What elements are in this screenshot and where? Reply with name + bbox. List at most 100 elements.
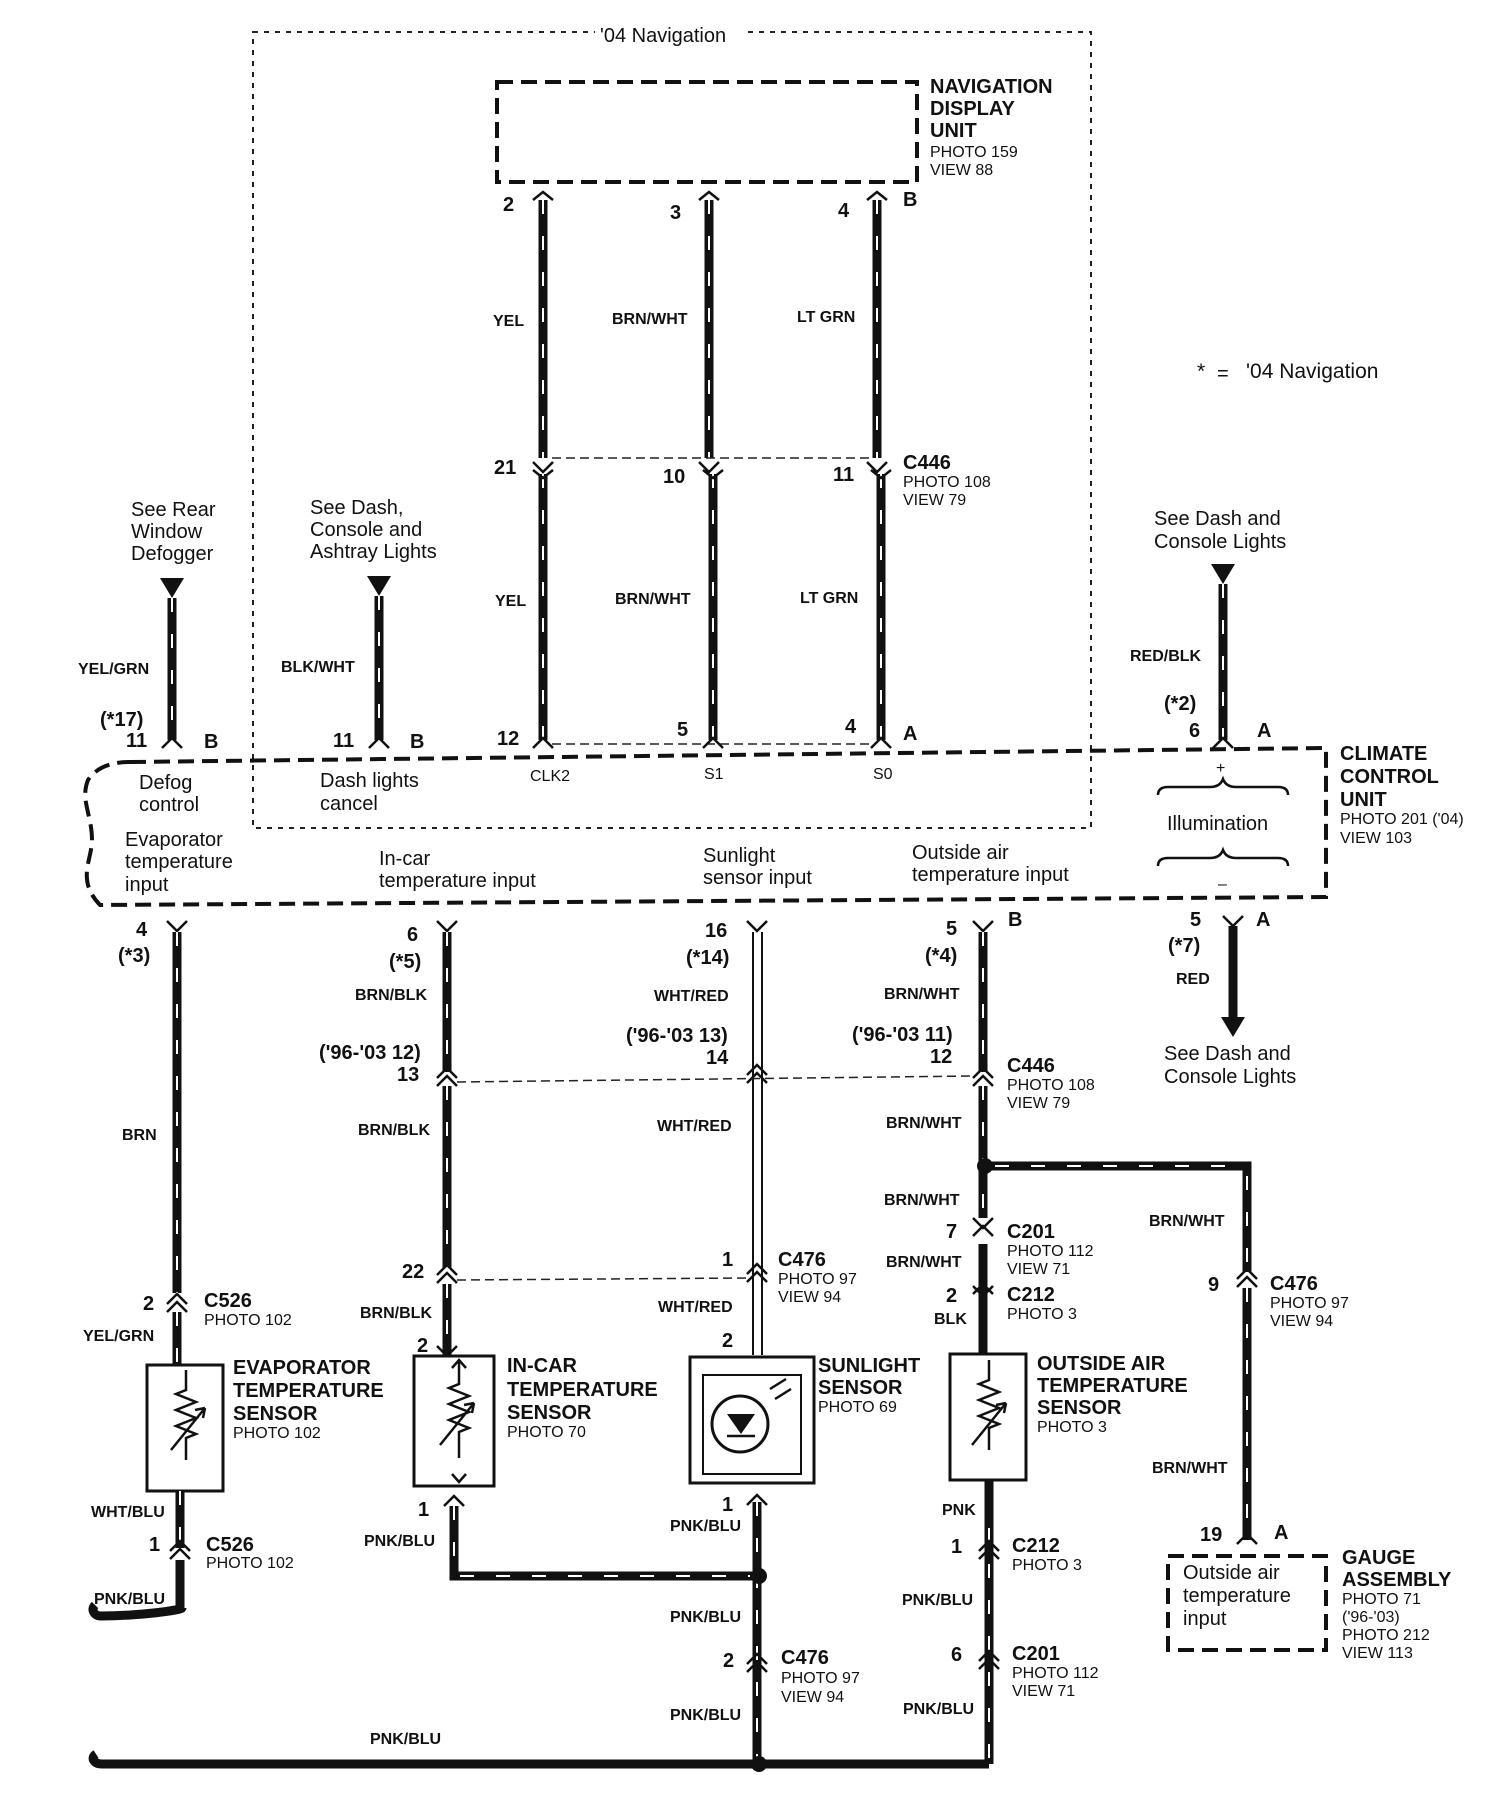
svg-text:11: 11: [126, 730, 147, 752]
svg-text:S0: S0: [873, 766, 893, 783]
svg-text:6: 6: [1189, 720, 1200, 742]
svg-text:PNK/BLU: PNK/BLU: [670, 1609, 741, 1626]
svg-text:PHOTO 102: PHOTO 102: [206, 1555, 294, 1572]
svg-text:WHT/RED: WHT/RED: [658, 1299, 733, 1316]
svg-text:A: A: [1256, 909, 1270, 931]
svg-text:1: 1: [722, 1494, 733, 1516]
svg-text:C476: C476: [778, 1249, 826, 1271]
svg-text:C476: C476: [781, 1647, 829, 1669]
svg-text:C446: C446: [1007, 1055, 1055, 1077]
svg-text:control: control: [139, 794, 199, 816]
svg-text:RED/BLK: RED/BLK: [1130, 648, 1202, 665]
climate-inputs: Defog control Dash lights cancel CLK2 S1…: [125, 760, 1290, 896]
svg-text:C526: C526: [206, 1534, 254, 1556]
svg-text:5: 5: [1190, 909, 1201, 931]
svg-text:*: *: [1197, 360, 1205, 383]
svg-text:VIEW 88: VIEW 88: [930, 162, 993, 179]
svg-text:BRN/BLK: BRN/BLK: [358, 1122, 430, 1139]
svg-text:BRN: BRN: [122, 1127, 157, 1144]
svg-text:14: 14: [706, 1047, 729, 1069]
svg-text:B: B: [410, 731, 424, 753]
svg-text:PHOTO 112: PHOTO 112: [1007, 1243, 1094, 1260]
svg-text:('96-'03 13): ('96-'03 13): [626, 1025, 728, 1047]
climate-control-unit-label: CLIMATE CONTROL UNIT PHOTO 201 ('04) VIE…: [1340, 743, 1464, 847]
svg-text:B: B: [204, 731, 218, 753]
svg-text:temperature: temperature: [1183, 1585, 1291, 1607]
svg-text:A: A: [1274, 1522, 1288, 1544]
svg-text:PHOTO 112: PHOTO 112: [1012, 1665, 1099, 1682]
evap-circuit-labels: 4 (*3) BRN 2 C526 PHOTO 102 YEL/GRN EVAP…: [83, 919, 384, 1608]
svg-text:Outside air: Outside air: [912, 842, 1009, 864]
svg-text:PHOTO 3: PHOTO 3: [1007, 1306, 1077, 1323]
svg-text:22: 22: [402, 1261, 424, 1283]
svg-text:BRN/WHT: BRN/WHT: [886, 1254, 962, 1271]
svg-text:VIEW 113: VIEW 113: [1342, 1645, 1413, 1662]
svg-text:temperature: temperature: [125, 851, 233, 873]
svg-text:5: 5: [677, 719, 688, 741]
svg-text:B: B: [903, 189, 917, 211]
svg-text:WHT/RED: WHT/RED: [657, 1118, 732, 1135]
nav-wire-labels: YEL BRN/WHT LT GRN YEL BRN/WHT LT GRN: [493, 309, 858, 610]
svg-text:SENSOR: SENSOR: [1037, 1397, 1122, 1419]
svg-text:temperature input: temperature input: [379, 870, 536, 892]
svg-text:VIEW 103: VIEW 103: [1340, 830, 1412, 847]
svg-text:OUTSIDE AIR: OUTSIDE AIR: [1037, 1353, 1166, 1375]
svg-text:6: 6: [407, 924, 418, 946]
svg-text:6: 6: [951, 1644, 962, 1666]
svg-text:CLK2: CLK2: [530, 768, 570, 785]
svg-text:Evaporator: Evaporator: [125, 829, 223, 851]
svg-text:4: 4: [845, 716, 857, 738]
navigation-display-unit-box: [495, 80, 919, 184]
svg-text:PNK/BLU: PNK/BLU: [670, 1707, 741, 1724]
svg-text:PHOTO 201 ('04): PHOTO 201 ('04): [1340, 811, 1464, 828]
svg-text:PNK/BLU: PNK/BLU: [902, 1592, 973, 1609]
incar-circuit: [412, 920, 760, 1581]
svg-text:PNK/BLU: PNK/BLU: [370, 1731, 441, 1748]
svg-text:BRN/WHT: BRN/WHT: [612, 311, 688, 328]
svg-text:CLIMATE: CLIMATE: [1340, 743, 1427, 765]
svg-text:BRN/WHT: BRN/WHT: [886, 1115, 962, 1132]
svg-text:19: 19: [1200, 1524, 1222, 1546]
svg-text:VIEW 79: VIEW 79: [1007, 1095, 1070, 1112]
svg-text:(*14): (*14): [686, 947, 729, 969]
svg-text:See Dash,: See Dash,: [310, 497, 403, 519]
svg-text:1: 1: [722, 1249, 733, 1271]
svg-text:(*4): (*4): [925, 945, 957, 967]
svg-text:PHOTO 70: PHOTO 70: [507, 1424, 586, 1441]
svg-text:See Dash and: See Dash and: [1164, 1043, 1291, 1065]
svg-text:Dash lights: Dash lights: [320, 770, 419, 792]
svg-text:VIEW 71: VIEW 71: [1012, 1683, 1075, 1700]
svg-text:4: 4: [136, 919, 148, 941]
svg-text:C212: C212: [1012, 1535, 1060, 1557]
svg-text:BRN/WHT: BRN/WHT: [1149, 1213, 1225, 1230]
svg-text:Defogger: Defogger: [131, 543, 214, 565]
svg-text:(*2): (*2): [1164, 693, 1196, 715]
svg-text:LT GRN: LT GRN: [800, 590, 858, 607]
svg-text:WHT/RED: WHT/RED: [654, 988, 729, 1005]
ref-rear-window-defogger: See Rear Window Defogger YEL/GRN (*17) 1…: [78, 499, 218, 753]
svg-text:2: 2: [143, 1293, 154, 1315]
svg-text:sensor input: sensor input: [703, 867, 812, 889]
svg-text:CONTROL: CONTROL: [1340, 766, 1439, 788]
svg-text:See Rear: See Rear: [131, 499, 216, 521]
svg-text:BLK: BLK: [934, 1311, 967, 1328]
svg-text:C201: C201: [1007, 1221, 1055, 1243]
svg-text:1: 1: [951, 1536, 962, 1558]
svg-text:PHOTO 97: PHOTO 97: [1270, 1295, 1349, 1312]
svg-text:BRN/BLK: BRN/BLK: [360, 1305, 432, 1322]
svg-text:13: 13: [397, 1064, 419, 1086]
climate-control-unit-box: [83, 745, 1328, 908]
svg-text:Illumination: Illumination: [1167, 813, 1268, 835]
c446-bottom-link: [456, 1075, 974, 1083]
svg-text:In-car: In-car: [379, 848, 430, 870]
outside-air-circuit-labels: 5 (*4) B BRN/WHT ('96-'03 11) 12 C446 PH…: [852, 909, 1188, 1718]
svg-text:2: 2: [503, 194, 514, 216]
svg-text:TEMPERATURE: TEMPERATURE: [1037, 1375, 1188, 1397]
svg-text:VIEW 94: VIEW 94: [781, 1689, 844, 1706]
svg-text:BRN/WHT: BRN/WHT: [615, 591, 691, 608]
svg-text:NAVIGATION: NAVIGATION: [930, 76, 1053, 98]
svg-text:Outside air: Outside air: [1183, 1562, 1280, 1584]
svg-text:BRN/WHT: BRN/WHT: [884, 1192, 960, 1209]
svg-text:YEL/GRN: YEL/GRN: [83, 1328, 154, 1345]
